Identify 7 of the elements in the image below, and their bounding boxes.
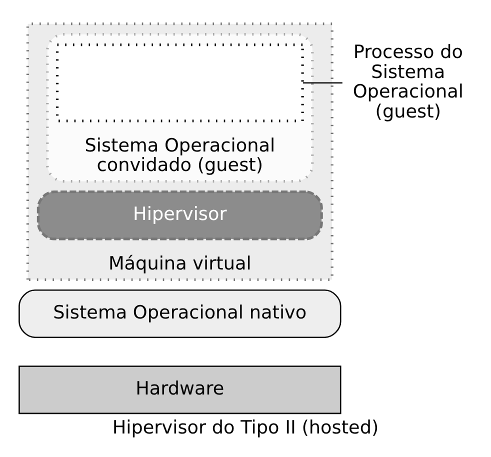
node-box <box>56 44 304 122</box>
node-box: Hardware <box>18 366 342 414</box>
node-box: Sistema Operacional nativo <box>18 290 342 338</box>
caption: Hipervisor do Tipo II (hosted) <box>112 417 379 438</box>
node-box: Hipervisor <box>36 190 323 240</box>
node-text: Processo do Sistema Operacional (guest) <box>352 42 464 122</box>
cluster: Sistema Operacional convidado (guest) <box>46 33 314 183</box>
